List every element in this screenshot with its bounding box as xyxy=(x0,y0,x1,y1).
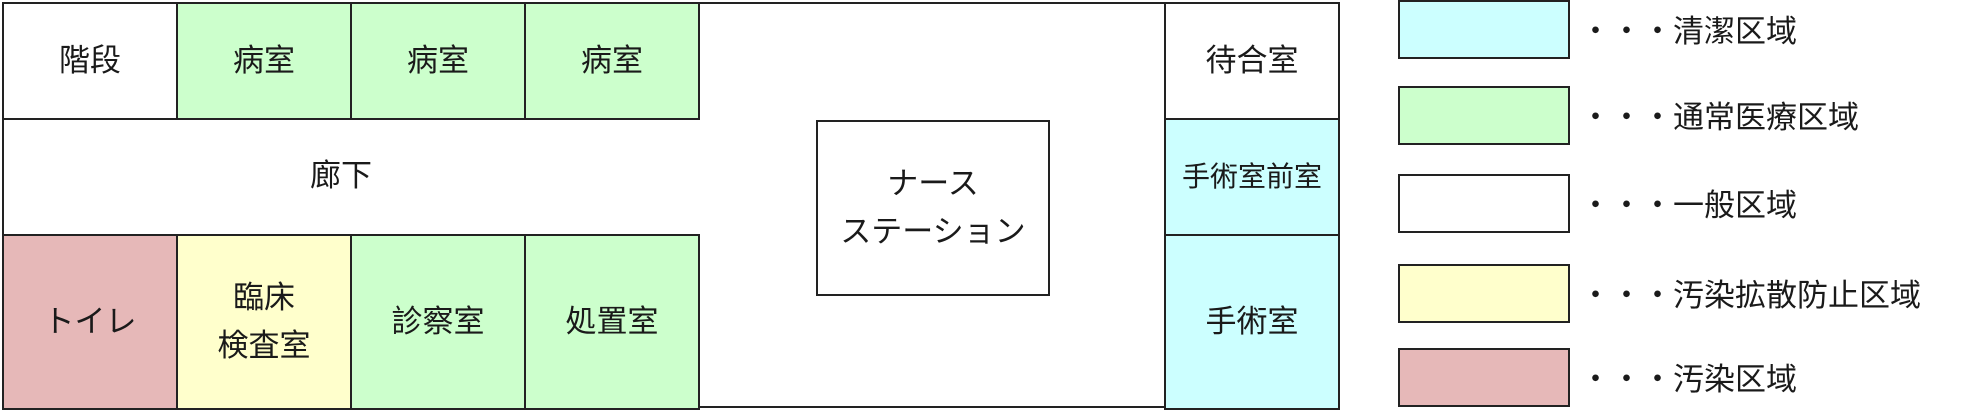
room-waiting: 待合室 xyxy=(1164,2,1340,120)
room-toilet: トイレ xyxy=(2,234,178,410)
legend-item-normal: ・・・通常医療区域 xyxy=(1398,86,1968,146)
or-anteroom-label: 手術室前室 xyxy=(1181,160,1322,194)
legend-item-contaminated: ・・・汚染区域 xyxy=(1398,348,1968,408)
floor-plan: 階段 病室 病室 病室 待合室 廊下 ナース ステーション 手術室前室 トイレ … xyxy=(2,2,1340,410)
room-operating-label: 手術室 xyxy=(1205,303,1299,340)
legend-item-spread-prevention: ・・・汚染拡散防止区域 xyxy=(1398,264,1968,324)
room-stairs: 階段 xyxy=(2,2,178,120)
room-or-anteroom: 手術室前室 xyxy=(1164,118,1340,236)
legend-swatch-general xyxy=(1398,174,1570,233)
room-ward-1: 病室 xyxy=(176,2,352,120)
legend-swatch-normal xyxy=(1398,86,1570,145)
clinical-lab-line1: 臨床 xyxy=(233,279,295,316)
nurse-station-line2: ステーション xyxy=(840,214,1026,250)
room-clinical-lab: 臨床 検査室 xyxy=(176,234,352,410)
room-treatment: 処置室 xyxy=(524,234,700,410)
room-exam: 診察室 xyxy=(350,234,526,410)
room-ward-3-label: 病室 xyxy=(581,42,643,79)
room-ward-3: 病室 xyxy=(524,2,700,120)
legend-label-clean: ・・・清潔区域 xyxy=(1580,14,1797,50)
room-ward-1-label: 病室 xyxy=(233,42,295,79)
clinical-lab-line2: 検査室 xyxy=(217,328,311,364)
nurse-station-line1: ナース xyxy=(887,165,979,202)
legend-label-normal: ・・・通常医療区域 xyxy=(1580,100,1859,136)
legend-swatch-contaminated xyxy=(1398,348,1570,407)
legend-label-general: ・・・一般区域 xyxy=(1580,188,1797,224)
room-nurse-station: ナース ステーション xyxy=(816,120,1050,296)
legend-swatch-spread-prevention xyxy=(1398,264,1570,323)
legend-label-spread-prevention: ・・・汚染拡散防止区域 xyxy=(1580,278,1921,314)
corridor-label: 廊下 xyxy=(310,158,372,194)
room-exam-label: 診察室 xyxy=(391,303,485,340)
legend-swatch-clean xyxy=(1398,0,1570,59)
room-stairs-label: 階段 xyxy=(59,42,121,79)
legend-label-contaminated: ・・・汚染区域 xyxy=(1580,362,1797,398)
room-ward-2-label: 病室 xyxy=(407,42,469,79)
room-waiting-label: 待合室 xyxy=(1205,42,1299,79)
room-ward-2: 病室 xyxy=(350,2,526,120)
legend-item-clean: ・・・清潔区域 xyxy=(1398,0,1968,60)
room-operating: 手術室 xyxy=(1164,234,1340,410)
room-toilet-label: トイレ xyxy=(43,303,137,340)
room-treatment-label: 処置室 xyxy=(565,303,659,340)
legend-item-general: ・・・一般区域 xyxy=(1398,174,1968,234)
